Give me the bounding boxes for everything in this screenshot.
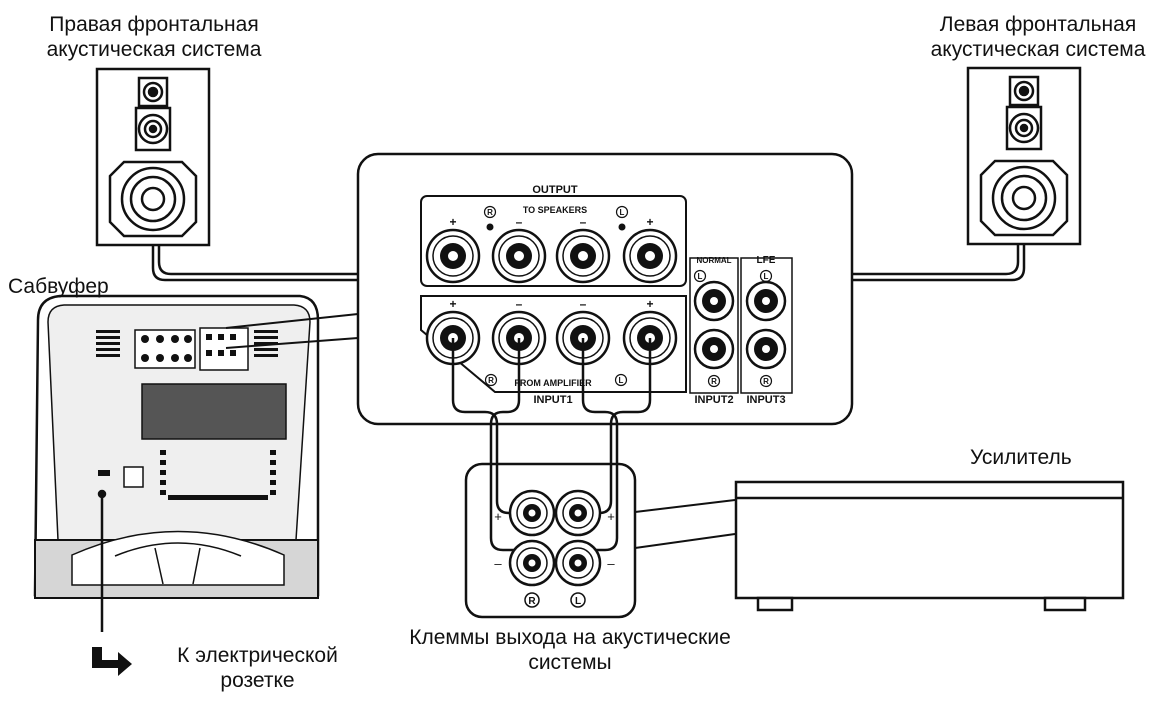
outlet-label-line2: розетке	[220, 669, 295, 692]
mark-l-in2: L	[698, 272, 703, 281]
left-speaker-label-line2: акустическая система	[930, 38, 1146, 61]
input1-label: INPUT1	[533, 394, 572, 406]
panel-text: OUTPUT TO SPEAKERS + – – + + – – + FROM …	[449, 184, 785, 406]
from-amplifier-label: FROM AMPLIFIER	[514, 378, 592, 388]
amplifier	[734, 480, 1125, 612]
input3-label: INPUT3	[746, 394, 785, 406]
amplifier-label: Усилитель	[970, 446, 1072, 469]
left-speaker-label-line1: Левая фронтальная	[939, 13, 1137, 36]
mark-l-in3: L	[764, 272, 769, 281]
term-plus-r: +	[494, 509, 502, 524]
mark-r-out: R	[487, 208, 493, 217]
in-minus-r: –	[516, 297, 523, 311]
out-minus-r: –	[516, 215, 523, 229]
outlet-arrow-icon	[92, 647, 132, 676]
mark-l-out: L	[620, 208, 625, 217]
out-plus-l: +	[646, 215, 653, 229]
amplifier-terminals-text: + + – – R L	[494, 509, 615, 607]
subwoofer	[33, 294, 320, 632]
subwoofer-zoom-lines	[225, 313, 359, 349]
output-label: OUTPUT	[532, 184, 578, 196]
input2-label: INPUT2	[694, 394, 733, 406]
mark-l-in1: L	[619, 376, 624, 385]
input-wires	[451, 338, 652, 552]
left-speaker-label: Левая фронтальная акустическая система	[903, 12, 1170, 62]
panel-dots	[486, 223, 626, 231]
in-minus-l: –	[580, 297, 587, 311]
in-plus-r: +	[449, 297, 456, 311]
right-speaker-label-line1: Правая фронтальная	[49, 13, 259, 36]
in-plus-l: +	[646, 297, 653, 311]
terminals-label-line2: системы	[528, 651, 612, 674]
outlet-label: К электрической розетке	[145, 643, 370, 693]
out-plus-r: +	[449, 215, 456, 229]
subwoofer-detail	[96, 330, 278, 500]
subwoofer-label: Сабвуфер	[8, 275, 109, 298]
amplifier-zoom-lines	[634, 499, 736, 549]
terminals-label-line1: Клеммы выхода на акустические	[409, 626, 731, 649]
speaker-wires	[151, 244, 1026, 282]
mark-r-in1: R	[488, 376, 494, 385]
lfe-label: LFE	[757, 255, 776, 266]
left-front-speaker	[966, 66, 1082, 246]
mark-r-in2: R	[711, 377, 717, 386]
to-speakers-label: TO SPEAKERS	[523, 205, 587, 215]
outlet-label-line1: К электрической	[177, 644, 338, 667]
normal-label: NORMAL	[696, 256, 731, 265]
panel-rl-letters: R L R L R R L L	[487, 208, 769, 386]
out-minus-l: –	[580, 215, 587, 229]
right-speaker-label-line2: акустическая система	[46, 38, 262, 61]
mark-r-in3: R	[763, 377, 769, 386]
term-plus-l: +	[607, 509, 615, 524]
panel-rl-marks	[483, 205, 773, 388]
right-speaker-label: Правая фронтальная акустическая система	[14, 12, 294, 62]
term-minus-l: –	[607, 556, 615, 571]
term-minus-r: –	[494, 556, 502, 571]
term-mark-r: R	[528, 596, 536, 607]
right-front-speaker	[95, 67, 211, 247]
terminals-label: Клеммы выхода на акустические системы	[360, 625, 780, 675]
amplifier-terminals-box	[464, 462, 637, 619]
term-mark-l: L	[575, 596, 581, 607]
